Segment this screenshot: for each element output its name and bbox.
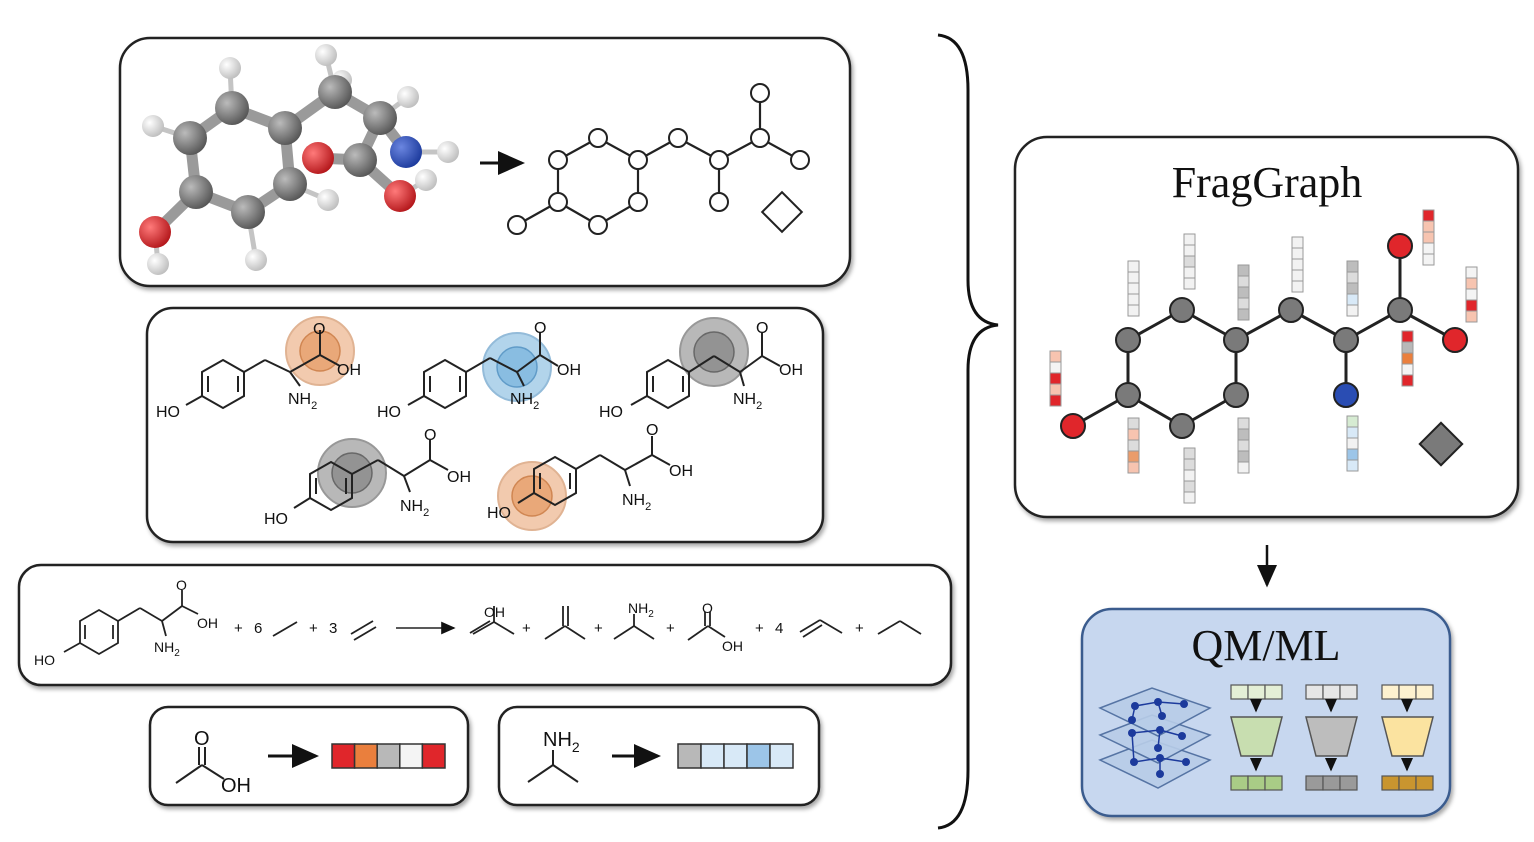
node-feature-vectors	[1049, 209, 1478, 504]
plus-sign: +	[666, 620, 675, 637]
ho-label: HO	[34, 652, 55, 668]
embedding-vector-blue	[677, 743, 794, 769]
embedding-vector-red	[331, 743, 446, 769]
oh-label: OH	[722, 638, 743, 654]
o-label: O	[646, 422, 658, 439]
oh-label: OH	[337, 362, 361, 379]
yellow-network-block	[1381, 684, 1434, 791]
fragmentation-reaction-panel: HO O OH NH2 + 6 + 3 OH + +	[17, 563, 953, 687]
ethene-coefficient: 3	[329, 620, 337, 637]
o-label: O	[534, 320, 546, 337]
isobutene-fragment	[544, 606, 586, 640]
o-label: O	[424, 427, 436, 444]
carbon-node	[1115, 382, 1141, 408]
plus-sign: +	[594, 620, 603, 637]
propene-fragment	[799, 619, 843, 638]
nh2-label: NH2	[400, 498, 429, 519]
tyrosine-carboxyl-highlight: HO O OH NH2	[156, 316, 361, 421]
o-label: O	[756, 320, 768, 337]
qmml-panel: QM/ML	[1080, 607, 1452, 818]
gray-network-block	[1305, 684, 1358, 791]
isopropylamine-fragment: NH2	[613, 600, 655, 640]
tyrosine-ch2-highlight: HO O OH NH2	[599, 317, 803, 421]
oh-label: OH	[221, 775, 251, 797]
oxygen-node	[1387, 233, 1413, 259]
grouping-brace	[937, 33, 999, 830]
fraggraph-molecule	[1060, 233, 1468, 467]
tyrosine-structure: HO O OH NH2	[34, 577, 218, 668]
oh-label: OH	[557, 362, 581, 379]
carbon-node	[1115, 327, 1141, 353]
carbon-node	[1333, 327, 1359, 353]
oh-label: OH	[447, 469, 471, 486]
carbon-node	[1169, 413, 1195, 439]
plus-sign: +	[522, 620, 531, 637]
ethane-structure	[272, 621, 298, 637]
propene-coefficient: 4	[775, 620, 783, 637]
ho-label: HO	[487, 505, 511, 522]
o-label: O	[176, 577, 187, 593]
nh2-label: NH2	[543, 729, 580, 755]
carbon-node	[1278, 297, 1304, 323]
plus-sign: +	[855, 620, 864, 637]
fragment-highlight-panel: HO O OH NH2 HO O OH NH2	[145, 306, 825, 544]
oxygen-node	[1442, 327, 1468, 353]
plus-sign: +	[309, 620, 318, 637]
global-node-diamond	[1418, 421, 1464, 467]
acetic-acid-fragment: O OH	[687, 600, 743, 654]
molecular-graph-outline	[507, 83, 810, 235]
acetic-acid-embedding-panel: O OH	[148, 705, 470, 807]
o-label: O	[702, 600, 713, 616]
qmml-title: QM/ML	[1191, 621, 1340, 670]
stacked-graph-layers-icon	[1098, 687, 1212, 789]
carbon-node	[1387, 297, 1413, 323]
nh2-label: NH2	[510, 391, 539, 412]
ho-label: HO	[377, 404, 401, 421]
tyrosine-amine-highlight: HO O OH NH2	[377, 320, 581, 421]
molecule-to-graph-panel	[118, 36, 852, 288]
plus-sign: +	[234, 620, 243, 637]
oxygen-node	[1060, 413, 1086, 439]
tyrosine-ring-gray-highlight: HO O OH NH2	[264, 427, 471, 528]
carbon-node	[1169, 297, 1195, 323]
global-node-diamond	[760, 190, 804, 234]
nh2-label: NH2	[288, 391, 317, 412]
ethane-coefficient: 6	[254, 620, 262, 637]
carbon-node	[1223, 382, 1249, 408]
fraggraph-panel: FragGraph	[1013, 135, 1520, 519]
o-label: O	[313, 321, 325, 338]
o-label: O	[194, 728, 210, 750]
ho-label: HO	[599, 404, 623, 421]
oh-label: OH	[669, 463, 693, 480]
oh-label: OH	[484, 604, 505, 620]
ho-label: HO	[264, 511, 288, 528]
plus-sign: +	[755, 620, 764, 637]
tyrosine-phenol-highlight: HO O OH NH2	[487, 422, 693, 531]
ball-and-stick-molecule	[139, 44, 459, 275]
oh-label: OH	[197, 615, 218, 631]
isopropylamine-embedding-panel: NH2	[497, 705, 821, 807]
oh-label: OH	[779, 362, 803, 379]
propenol-fragment: OH	[469, 604, 515, 635]
green-network-block	[1230, 684, 1283, 791]
nh2-label: NH2	[628, 600, 654, 620]
ethene-structure	[350, 620, 377, 641]
carbon-node	[1223, 327, 1249, 353]
propane-fragment	[877, 620, 922, 635]
nh2-label: NH2	[622, 492, 651, 513]
nh2-label: NH2	[154, 639, 180, 659]
nitrogen-node	[1333, 382, 1359, 408]
ho-label: HO	[156, 404, 180, 421]
nh2-label: NH2	[733, 391, 762, 412]
fraggraph-title: FragGraph	[1172, 158, 1363, 207]
